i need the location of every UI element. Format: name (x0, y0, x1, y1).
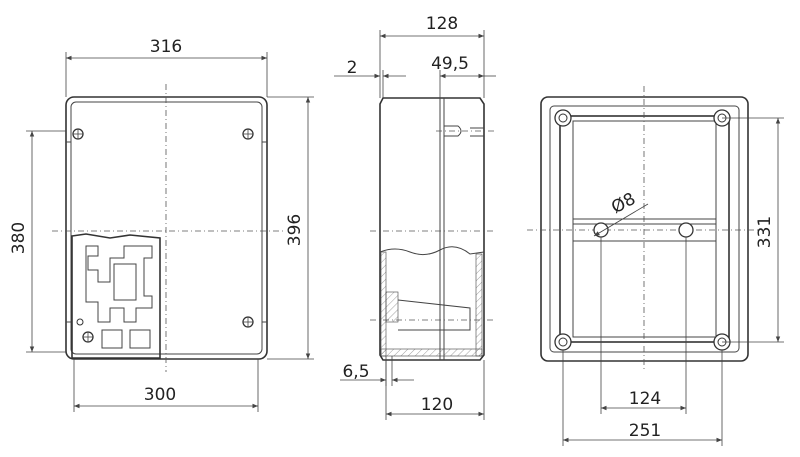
side-clip-detail (444, 125, 484, 137)
back-mounting-rail (572, 218, 717, 242)
side-section-hatching (380, 251, 483, 357)
back-hole-bottom-left (554, 333, 572, 351)
dim-2-label: 2 (347, 58, 358, 78)
dim-128-label: 128 (426, 14, 458, 34)
side-body-outline (379, 97, 485, 361)
front-view: 316 380 396 300 (9, 37, 314, 412)
dim-300-label: 300 (144, 385, 176, 405)
side-inner-boss (397, 299, 471, 331)
front-outer-shell (65, 96, 268, 360)
back-outer-frame (540, 96, 749, 362)
dim-124-label: 124 (629, 389, 661, 409)
back-inner-frame (549, 105, 740, 353)
front-screw-top-left (72, 128, 84, 140)
dim-diameter-label: Ø8 (608, 189, 639, 218)
dim-331-label: 331 (755, 216, 775, 248)
front-screw-bottom-right (242, 316, 254, 328)
dim-380-label: 380 (9, 222, 29, 254)
front-cutaway-mounting-plate (71, 233, 161, 359)
dim-diameter-leader (593, 203, 649, 237)
side-view: 128 49,5 2 6,5 120 (334, 14, 496, 420)
front-screw-bottom-left (82, 331, 94, 343)
front-lid-edge (66, 141, 267, 323)
front-inner-shell (70, 101, 263, 355)
back-hole-center-right (678, 222, 694, 238)
front-screw-top-right (242, 128, 254, 140)
dim-6-5-label: 6,5 (342, 362, 369, 382)
back-rib-frame (559, 115, 730, 343)
side-break-line (379, 246, 485, 256)
dim-316-label: 316 (150, 37, 182, 57)
back-hole-top-left (554, 109, 572, 127)
dim-251-label: 251 (629, 421, 661, 441)
back-view: Ø8 331 124 251 (527, 86, 784, 446)
dim-49-5-label: 49,5 (431, 54, 469, 74)
dim-396-label: 396 (285, 214, 305, 246)
dim-120-label: 120 (421, 395, 453, 415)
